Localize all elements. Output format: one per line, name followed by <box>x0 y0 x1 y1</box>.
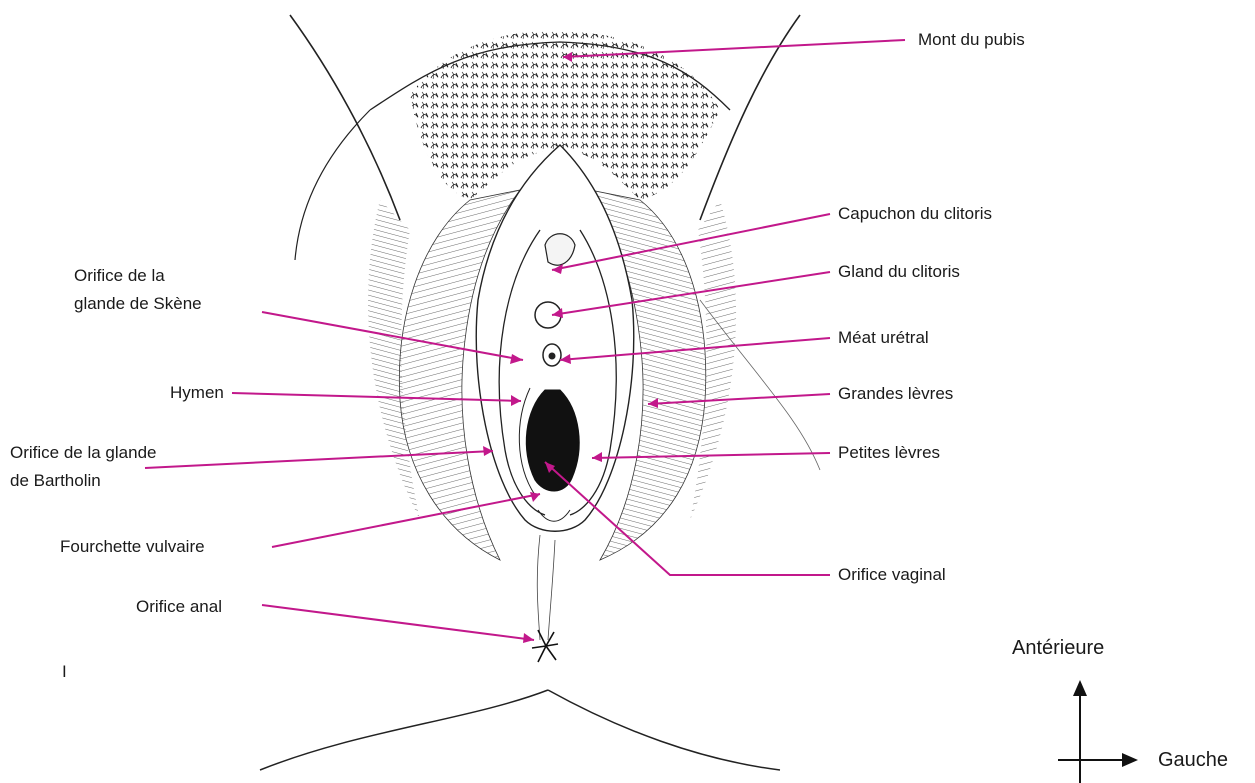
anterior-arrowhead <box>1073 680 1087 696</box>
left-thigh-outline <box>290 15 400 220</box>
label-petites-levres: Petites lèvres <box>838 441 940 465</box>
label-fourchette-vulvaire: Fourchette vulvaire <box>60 535 205 559</box>
leader-fourchette <box>272 494 540 547</box>
stray-mark: I <box>62 660 67 684</box>
label-meat-uretral: Méat urétral <box>838 326 929 350</box>
left-buttock <box>260 690 548 770</box>
label-orifice-vaginal: Orifice vaginal <box>838 563 946 587</box>
orientation-axes <box>1058 680 1138 783</box>
label-capuchon-clitoris: Capuchon du clitoris <box>838 202 992 226</box>
leader-hymen <box>232 393 521 401</box>
label-mont-pubis: Mont du pubis <box>918 28 1025 52</box>
label-skene-line2: glande de Skène <box>74 292 202 316</box>
left-arrowhead <box>1122 753 1138 767</box>
label-gland-clitoris: Gland du clitoris <box>838 260 960 284</box>
label-skene-line1: Orifice de la <box>74 264 165 288</box>
left-outer-body <box>295 110 370 260</box>
label-bartholin-line1: Orifice de la glande <box>10 441 156 465</box>
anus-mark <box>532 630 558 662</box>
label-gauche: Gauche <box>1158 748 1228 772</box>
label-bartholin-line2: de Bartholin <box>10 469 101 493</box>
perineum-line-left <box>537 535 540 640</box>
vaginal-orifice <box>526 390 579 491</box>
label-orifice-anal: Orifice anal <box>136 595 222 619</box>
leader-orifice-anal <box>262 605 534 640</box>
right-buttock <box>548 690 780 770</box>
label-hymen: Hymen <box>170 381 224 405</box>
label-grandes-levres: Grandes lèvres <box>838 382 953 406</box>
label-anterieure: Antérieure <box>1012 636 1104 660</box>
perineum-line-right <box>548 540 555 640</box>
